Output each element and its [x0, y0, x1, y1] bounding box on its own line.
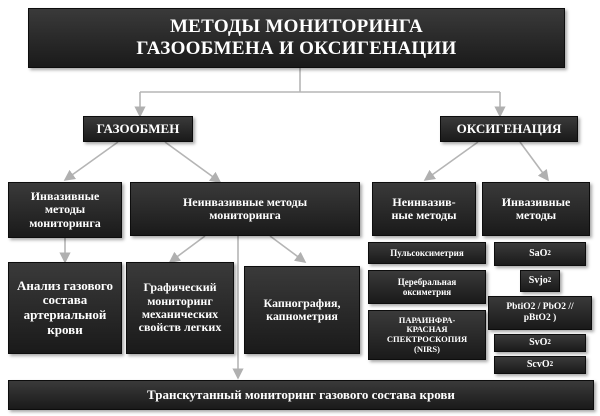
line-oxy-to-noninvasive [423, 141, 479, 181]
gas-noninvasive-methods-box: Неинвазивные методы мониторинга [130, 182, 360, 236]
scvo2-label: ScvO [526, 359, 550, 371]
oxy-noninvasive-methods-box: Неинвазив-ные методы [372, 182, 476, 236]
cerebral-oximetry-box: Церебральная оксиметрия [368, 270, 486, 304]
diagram-title: МЕТОДЫ МОНИТОРИНГА ГАЗООБМЕНА И ОКСИГЕНА… [28, 8, 565, 68]
sao2-label: SaO [529, 248, 548, 260]
line-noninvasive-to-capno [269, 235, 307, 263]
svjo2-label: Svjo [528, 275, 548, 287]
svo2-label: SvO [529, 337, 548, 349]
oxygenation-box: ОКСИГЕНАЦИЯ [440, 116, 578, 142]
nirs-box: ПАРАИНФРА-КРАСНАЯ СПЕКТРОСКОПИЯ (NIRS) [368, 310, 486, 360]
oxy-invasive-methods-box: Инвазивные методы [482, 182, 590, 236]
graphic-monitoring-box: Графический мониторинг механических свой… [126, 262, 234, 354]
line-oxy-to-invasive [519, 141, 549, 182]
line-gas-to-noninvasive [164, 141, 222, 183]
pbto2-box: PbtiO2 / PbO2 // pBtO2 ) [488, 296, 592, 330]
svjo2-subscript: 2 [547, 276, 552, 285]
capnography-box: Капнография, капнометрия [244, 266, 360, 354]
blood-gas-analysis-box: Анализ газового состава артериальной кро… [8, 262, 122, 354]
svo2-subscript: 2 [547, 338, 551, 347]
transcutaneous-monitoring-box: Транскутанный мониторинг газового состав… [8, 380, 594, 410]
gas-invasive-methods-box: Инвазивные методы мониторинга [8, 182, 122, 238]
pulse-oximetry-box: Пульсоксиметрия [368, 242, 486, 264]
sao2-subscript: 2 [547, 249, 551, 258]
gas-exchange-box: ГАЗООБМЕН [83, 116, 193, 142]
line-noninvasive-to-graphic [168, 235, 206, 263]
line-gas-to-invasive [63, 141, 119, 181]
scvo2-subscript: 2 [549, 360, 554, 369]
